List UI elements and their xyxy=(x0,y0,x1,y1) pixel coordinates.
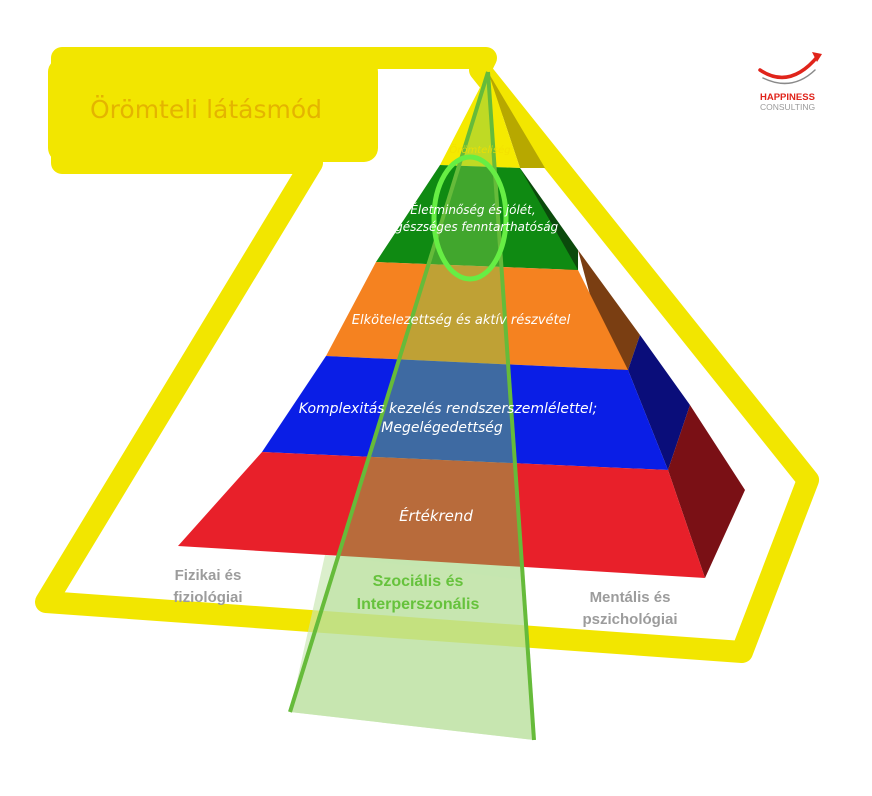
dimension-right-2: pszichológiai xyxy=(582,611,677,628)
level-eletminoseg xyxy=(376,165,578,270)
yellow-frame xyxy=(35,47,819,663)
beam-edge-right xyxy=(486,71,536,741)
dimension-right-1: Mentális és xyxy=(590,589,671,606)
highlight-circle xyxy=(431,154,509,282)
level-elkotelezettseg xyxy=(326,262,628,370)
side-face-blue xyxy=(628,335,690,470)
label-oromteliseg: Örömteliség xyxy=(449,143,510,156)
label-eletminoseg-1: Életminőség és jólét, xyxy=(410,202,535,217)
page-title: Örömteli látásmód xyxy=(90,95,322,124)
social-beam-lower xyxy=(290,555,534,740)
logo-line2: CONSULTING xyxy=(760,102,815,112)
logo-line1: HAPPINESS xyxy=(760,92,815,103)
side-face-orange xyxy=(578,250,640,370)
label-ertekrend: Értékrend xyxy=(399,506,473,525)
level-ertekrend xyxy=(178,452,705,578)
label-komplexitas-1: Komplexitás kezelés rendszerszemlélettel… xyxy=(299,401,597,417)
dimension-left-1: Fizikai és xyxy=(175,567,242,584)
title-box xyxy=(48,58,378,162)
dimension-center-2: Interperszonális xyxy=(357,596,480,613)
side-face-yellow xyxy=(488,72,545,168)
happiness-consulting-logo: HAPPINESS CONSULTING xyxy=(758,52,822,112)
label-elkotelezettseg: Elkötelezettség és aktív részvétel xyxy=(352,313,571,328)
beam-edge-left xyxy=(288,71,490,713)
level-oromteliseg xyxy=(440,72,520,168)
label-komplexitas-2: Megelégedettség xyxy=(381,420,503,436)
level-komplexitas xyxy=(262,356,668,470)
dimension-left-2: fiziológiai xyxy=(173,589,242,606)
dimension-center-1: Szociális és xyxy=(373,573,464,590)
label-eletminoseg-2: egészséges fenntarthatóság xyxy=(388,220,559,234)
side-face-red xyxy=(668,405,745,578)
logo-swoosh-icon xyxy=(758,54,820,80)
